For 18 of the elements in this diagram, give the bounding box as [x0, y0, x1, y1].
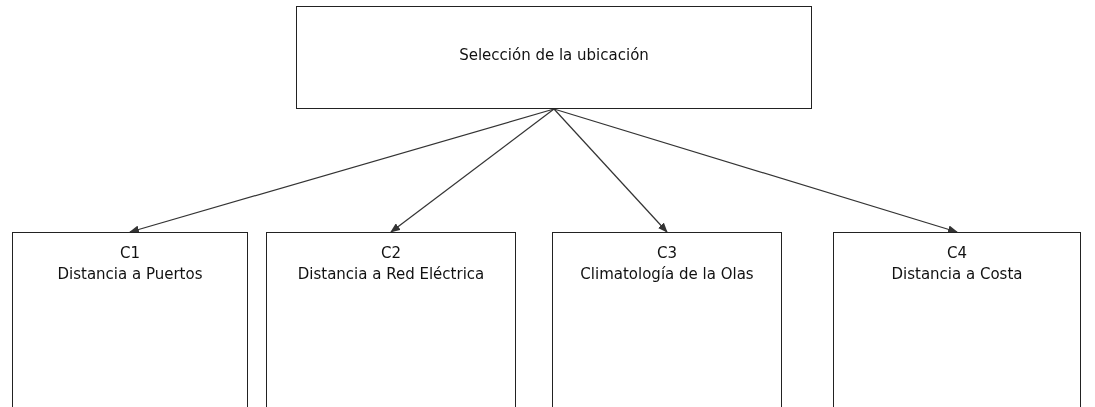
criterion-box: [266, 232, 516, 407]
arrow: [553, 108, 668, 233]
criterion-name: Climatología de la Olas: [579, 264, 755, 285]
criterion-code: C1: [119, 243, 141, 264]
criterion-name: Distancia a Red Eléctrica: [296, 264, 486, 285]
criterion-name: Distancia a Costa: [890, 264, 1024, 285]
criterion-box: [12, 232, 248, 407]
criterion-box: [833, 232, 1081, 407]
criterion-code: C4: [946, 243, 968, 264]
criterion-code: C3: [656, 243, 678, 264]
criterion-code: C2: [380, 243, 402, 264]
goal-box: [296, 6, 812, 109]
arrow: [553, 108, 958, 234]
arrow: [129, 108, 555, 234]
criterion-name: Distancia a Puertos: [56, 264, 204, 285]
goal-title: Selección de la ubicación: [458, 45, 650, 66]
criterion-box: [552, 232, 782, 407]
arrow: [390, 108, 555, 233]
